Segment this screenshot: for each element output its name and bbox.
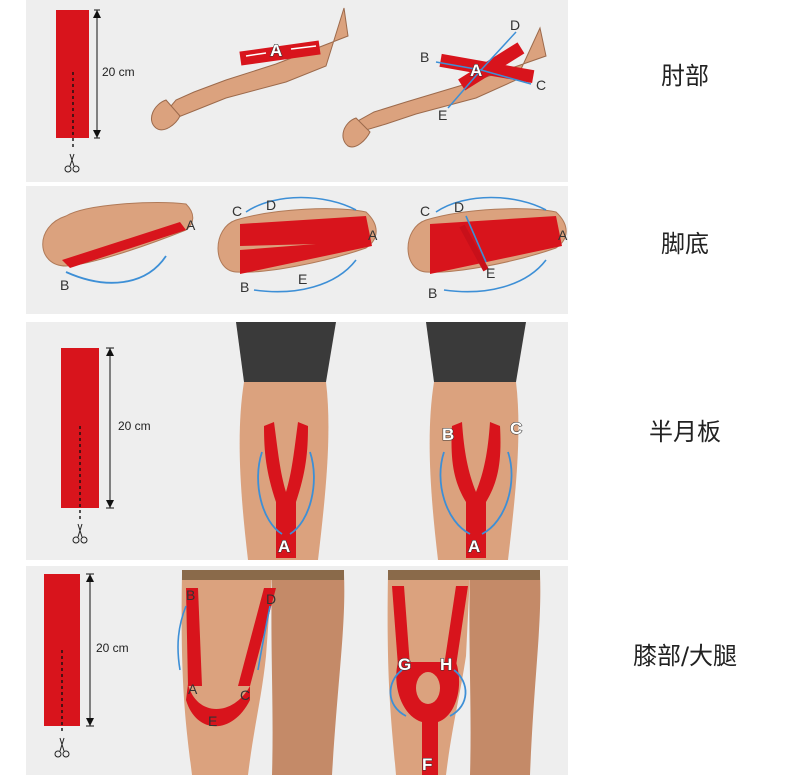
point-label: B: [428, 285, 437, 301]
point-label: A: [558, 227, 568, 243]
section-title: 膝部/大腿: [590, 636, 780, 671]
section-title: 脚底: [590, 224, 780, 259]
foot-figure-1: A B: [43, 203, 196, 294]
sole-illustration: A B A B C D E A B C D E: [26, 186, 568, 314]
knee-thigh-illustration: 20 cm B A C D E: [26, 566, 568, 775]
length-label: 20 cm: [96, 641, 129, 655]
length-label: 20 cm: [118, 419, 151, 433]
foot-figure-3: A B C D E: [408, 198, 568, 302]
leg-figure-2: F G H: [388, 570, 541, 775]
point-label: C: [420, 203, 430, 219]
point-label: D: [266, 591, 276, 607]
length-dimension: 20 cm: [93, 10, 135, 138]
length-dimension: 20 cm: [106, 348, 151, 508]
point-label: E: [208, 713, 217, 729]
meniscus-illustration: 20 cm A A B C: [26, 322, 568, 560]
arm-figure-1: A: [151, 8, 348, 130]
point-label: G: [398, 655, 411, 674]
leg-figure-1: B A C D E: [178, 570, 344, 775]
section-title: 半月板: [590, 412, 780, 447]
point-label: C: [232, 203, 242, 219]
point-label: A: [470, 61, 482, 80]
point-label: E: [298, 271, 307, 287]
point-label: C: [536, 77, 546, 93]
point-label: A: [278, 537, 290, 556]
knee-figure-1: A: [236, 322, 336, 560]
panel-sole: A B A B C D E A B C D E: [26, 186, 568, 314]
point-label: E: [438, 107, 447, 123]
foot-figure-2: A B C D E: [218, 197, 378, 295]
panel-elbow: 20 cm A A B C D E: [26, 0, 568, 182]
point-label: C: [240, 687, 250, 703]
point-label: A: [270, 41, 282, 60]
point-label: D: [266, 197, 276, 213]
point-label: D: [454, 199, 464, 215]
point-label: B: [240, 279, 249, 295]
panel-meniscus: 20 cm A A B C: [26, 322, 568, 560]
point-label: C: [510, 419, 522, 438]
point-label: A: [368, 227, 378, 243]
point-label: D: [510, 17, 520, 33]
panel-knee-thigh: 20 cm B A C D E: [26, 566, 568, 775]
elbow-illustration: 20 cm A A B C D E: [26, 0, 568, 182]
scissors-icon: [65, 154, 79, 172]
point-label: B: [186, 587, 195, 603]
point-label: A: [468, 537, 480, 556]
point-label: F: [422, 755, 432, 774]
point-label: A: [186, 217, 196, 233]
point-label: H: [440, 655, 452, 674]
arm-figure-2: A B C D E: [343, 17, 546, 147]
knee-figure-2: A B C: [426, 322, 526, 560]
length-label: 20 cm: [102, 65, 135, 79]
point-label: A: [188, 681, 198, 697]
scissors-icon: [55, 738, 69, 757]
length-dimension: 20 cm: [86, 574, 129, 726]
point-label: B: [60, 277, 69, 293]
section-title: 肘部: [590, 56, 780, 91]
scissors-icon: [73, 524, 87, 543]
point-label: B: [420, 49, 429, 65]
point-label: E: [486, 265, 495, 281]
point-label: B: [442, 425, 454, 444]
